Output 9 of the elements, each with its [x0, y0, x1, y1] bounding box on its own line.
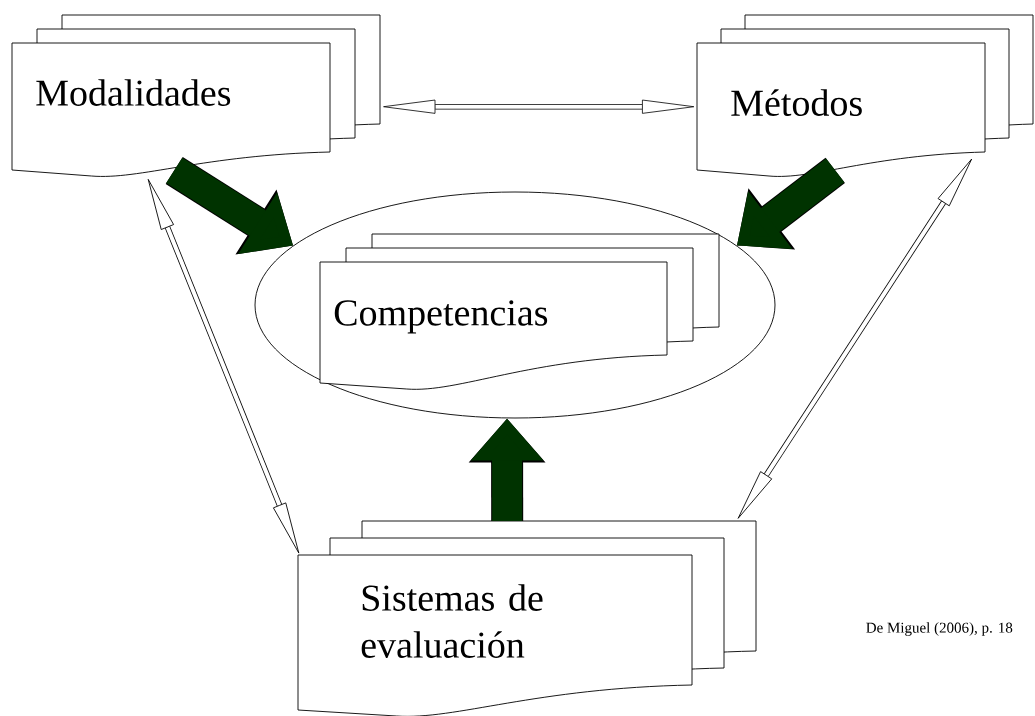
document-stack: Modalidades — [11, 14, 381, 177]
document-stack: Sistemas de evaluación — [297, 520, 757, 716]
double-arrow — [737, 158, 973, 519]
ellipse — [254, 191, 776, 419]
double-arrow — [147, 178, 300, 554]
document-stack: Métodos — [696, 14, 1034, 177]
document-stack: Competencias — [319, 233, 720, 390]
double-arrow — [383, 99, 695, 114]
citation: De Miguel (2006), p. 18 — [866, 622, 1013, 636]
